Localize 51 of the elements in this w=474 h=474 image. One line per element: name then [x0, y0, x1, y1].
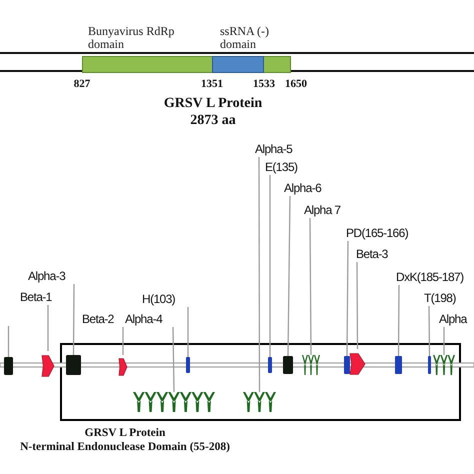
feature-label: Beta-3 [356, 247, 388, 261]
position-number: 1650 [285, 78, 307, 90]
leader-line [172, 326, 175, 392]
leader-line [72, 284, 75, 355]
helix-shape [133, 392, 215, 412]
leader-line [258, 157, 260, 392]
leader-line [309, 218, 312, 355]
feature-label: Alpha 7 [304, 203, 340, 217]
helix-shape [433, 355, 455, 375]
leader-line [287, 196, 291, 356]
helix-shape [243, 392, 276, 412]
leader-line [356, 262, 358, 349]
site-bar [428, 356, 431, 374]
feature-label: Alpha-4 [125, 312, 162, 326]
leader-line [428, 306, 430, 356]
block-shape [283, 356, 293, 374]
protein-title: GRSV L Protein [162, 96, 264, 112]
leader-line [187, 307, 189, 357]
feature-label: Beta-1 [20, 290, 52, 304]
site-bar [268, 357, 272, 373]
feature-label: Alpha-3 [28, 269, 66, 283]
feature-label: Beta-2 [82, 312, 114, 326]
protein-title: 2873 aa [189, 113, 237, 129]
leader-line [47, 305, 49, 351]
leader-line [122, 327, 124, 355]
leader-line [346, 241, 349, 356]
position-number: 827 [74, 78, 90, 90]
position-number: 1533 [253, 78, 275, 90]
feature-label: H(103) [142, 292, 176, 306]
domain-caption: GRSV L Protein [84, 427, 166, 439]
feature-label: DxK(185-187) [396, 270, 464, 284]
feature-label: PD(165-166) [346, 226, 408, 240]
site-bar [395, 356, 402, 374]
feature-label: T(198) [424, 291, 456, 305]
site-bar [186, 357, 190, 373]
leader-line [398, 285, 400, 356]
feature-label: E(135) [265, 160, 298, 174]
position-number: 1351 [201, 78, 223, 90]
leader-line [269, 175, 271, 357]
helix-shape [302, 355, 320, 375]
block-shape [66, 355, 81, 375]
domain-label: Bunyavirus RdRp domain [88, 25, 176, 51]
domain-label: ssRNA (-) domain [220, 25, 270, 51]
feature-label: Alpha-5 [255, 142, 292, 156]
site-bar [344, 356, 350, 374]
leader-line [8, 326, 10, 357]
feature-label: Alpha [439, 312, 467, 326]
domain-caption: N-terminal Endonuclease Domain (55-208) [19, 441, 231, 453]
block-shape [4, 357, 13, 375]
leader-line [443, 327, 445, 355]
feature-label: Alpha-6 [284, 181, 322, 195]
